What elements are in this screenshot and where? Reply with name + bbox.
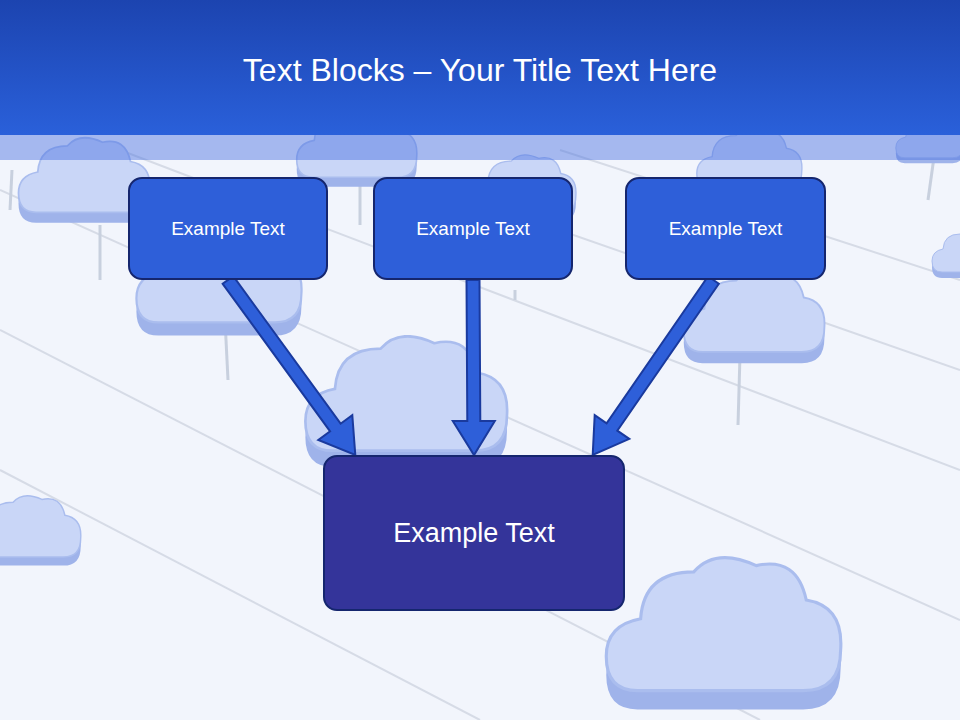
text-block: Example Text	[128, 177, 328, 280]
block-arrow	[223, 276, 356, 455]
block-text: Example Text	[416, 218, 530, 240]
text-block: Example Text	[323, 455, 625, 611]
slide-title: Text Blocks – Your Title Text Here	[0, 52, 960, 89]
block-arrow	[593, 276, 719, 455]
text-block: Example Text	[625, 177, 826, 280]
text-block: Example Text	[373, 177, 573, 280]
block-text: Example Text	[393, 518, 555, 549]
block-text: Example Text	[171, 218, 285, 240]
block-arrow	[453, 280, 495, 455]
title-band	[0, 135, 960, 160]
block-text: Example Text	[669, 218, 783, 240]
